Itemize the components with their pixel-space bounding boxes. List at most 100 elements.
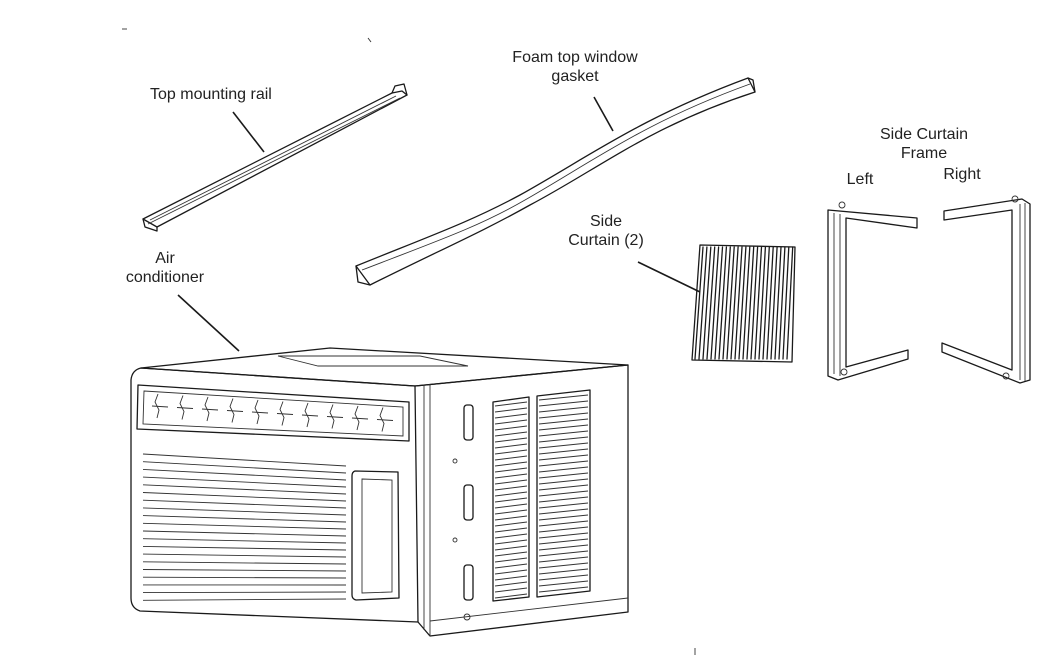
grille-slat xyxy=(142,507,347,516)
louver-slat xyxy=(538,514,589,521)
label-frame-title-line2: Frame xyxy=(900,145,948,162)
label-top-mounting-rail: Top mounting rail xyxy=(150,86,272,103)
curtain-pleat xyxy=(766,246,774,360)
curtain-pleat xyxy=(770,246,778,360)
louver-slat xyxy=(494,581,528,587)
louver-slat xyxy=(494,407,528,413)
label-air-conditioner-line1: Air xyxy=(155,250,175,267)
label-frame-left: Left xyxy=(846,171,874,188)
louver-slat xyxy=(494,425,528,431)
label-frame-right: Right xyxy=(943,166,981,183)
louver-slat xyxy=(494,467,528,473)
louver-slat xyxy=(494,509,528,515)
grille-slat xyxy=(142,591,347,594)
label-foam-gasket-line2: gasket xyxy=(551,68,599,85)
curtain-pleat xyxy=(722,246,731,360)
curtain-pleat xyxy=(694,246,704,360)
side-curtain-part xyxy=(691,244,796,363)
curtain-pleat xyxy=(710,246,720,360)
louver-slat xyxy=(494,557,528,563)
label-side-curtain-line1: Side xyxy=(589,213,623,230)
louver-slat xyxy=(494,413,528,419)
louver-slat xyxy=(538,574,589,581)
panel-vane-bar xyxy=(301,414,319,417)
top-mounting-rail-part xyxy=(142,83,408,232)
louver-slat xyxy=(538,520,589,527)
grille-slat xyxy=(142,499,347,509)
grille-slat xyxy=(142,468,347,481)
stray-mark xyxy=(367,37,372,43)
louver-slat xyxy=(538,412,589,419)
curtain-pleat xyxy=(786,246,794,360)
louver-slat xyxy=(538,418,589,425)
panel-vane-bar xyxy=(251,411,269,414)
louver-slat xyxy=(494,563,528,569)
curtain-pleat xyxy=(782,246,790,360)
grille-slat xyxy=(142,553,347,558)
curtain-pleat xyxy=(702,246,712,360)
side-curtain-leader xyxy=(637,261,701,293)
louver-slat xyxy=(494,593,528,599)
grille-slat xyxy=(142,545,347,551)
label-air-conditioner-line2: conditioner xyxy=(125,269,205,286)
louver-slat xyxy=(538,490,589,497)
louver-slat xyxy=(538,502,589,509)
curtain-pleat xyxy=(734,246,743,360)
curtain-pleat xyxy=(706,246,716,360)
curtain-pleat xyxy=(742,246,751,360)
louver-slat xyxy=(494,575,528,581)
louver-column xyxy=(536,389,591,598)
louver-slat xyxy=(538,424,589,431)
curtain-pleat xyxy=(762,246,770,360)
louver-slat xyxy=(494,479,528,485)
louver-slat xyxy=(538,454,589,461)
label-side-curtain-line2: Curtain (2) xyxy=(568,232,644,249)
panel-vane-bar xyxy=(376,419,394,421)
grille-slat xyxy=(142,576,347,579)
louver-slat xyxy=(538,532,589,539)
side-handle xyxy=(463,564,474,601)
louver-slat xyxy=(538,496,589,503)
louver-column xyxy=(492,396,530,602)
grille-slat xyxy=(142,492,347,502)
louver-slat xyxy=(494,473,528,479)
grille-slat xyxy=(142,476,347,488)
curtain-pleat xyxy=(714,246,724,360)
curtain-pleat xyxy=(754,246,763,360)
air-conditioner-part xyxy=(130,347,629,637)
louver-slat xyxy=(538,436,589,443)
grille-slat xyxy=(142,598,347,601)
louver-slat xyxy=(538,472,589,479)
panel-vane-bar xyxy=(201,408,219,411)
foam-gasket-leader xyxy=(593,96,614,132)
label-frame-title-line1: Side Curtain xyxy=(879,126,969,143)
louver-slat xyxy=(494,515,528,521)
louver-slat xyxy=(494,527,528,533)
louver-slat xyxy=(538,466,589,473)
louver-slat xyxy=(538,562,589,569)
panel-vane-bar xyxy=(151,405,169,408)
louver-slat xyxy=(494,545,528,551)
grille-slat xyxy=(142,538,347,544)
curtain-pleat xyxy=(746,246,755,360)
louver-slat xyxy=(494,551,528,557)
louver-slat xyxy=(538,586,589,593)
louver-slat xyxy=(494,443,528,449)
grille-slat xyxy=(142,561,347,565)
grille-slat xyxy=(142,530,347,537)
panel-vane-bar xyxy=(226,410,244,412)
louver-slat xyxy=(494,587,528,593)
louver-slat xyxy=(494,533,528,539)
louver-slat xyxy=(494,569,528,575)
louver-slat xyxy=(538,538,589,545)
curtain-pleat xyxy=(718,246,728,360)
panel-vane-bar xyxy=(326,416,344,418)
louver-slat xyxy=(494,455,528,461)
side-handle xyxy=(463,484,474,521)
louver-slat xyxy=(494,521,528,527)
louver-slat xyxy=(538,580,589,587)
louver-slat xyxy=(538,556,589,563)
grille-slat xyxy=(142,569,347,572)
curtain-pleat xyxy=(778,246,786,360)
curtain-pleat xyxy=(730,246,739,360)
